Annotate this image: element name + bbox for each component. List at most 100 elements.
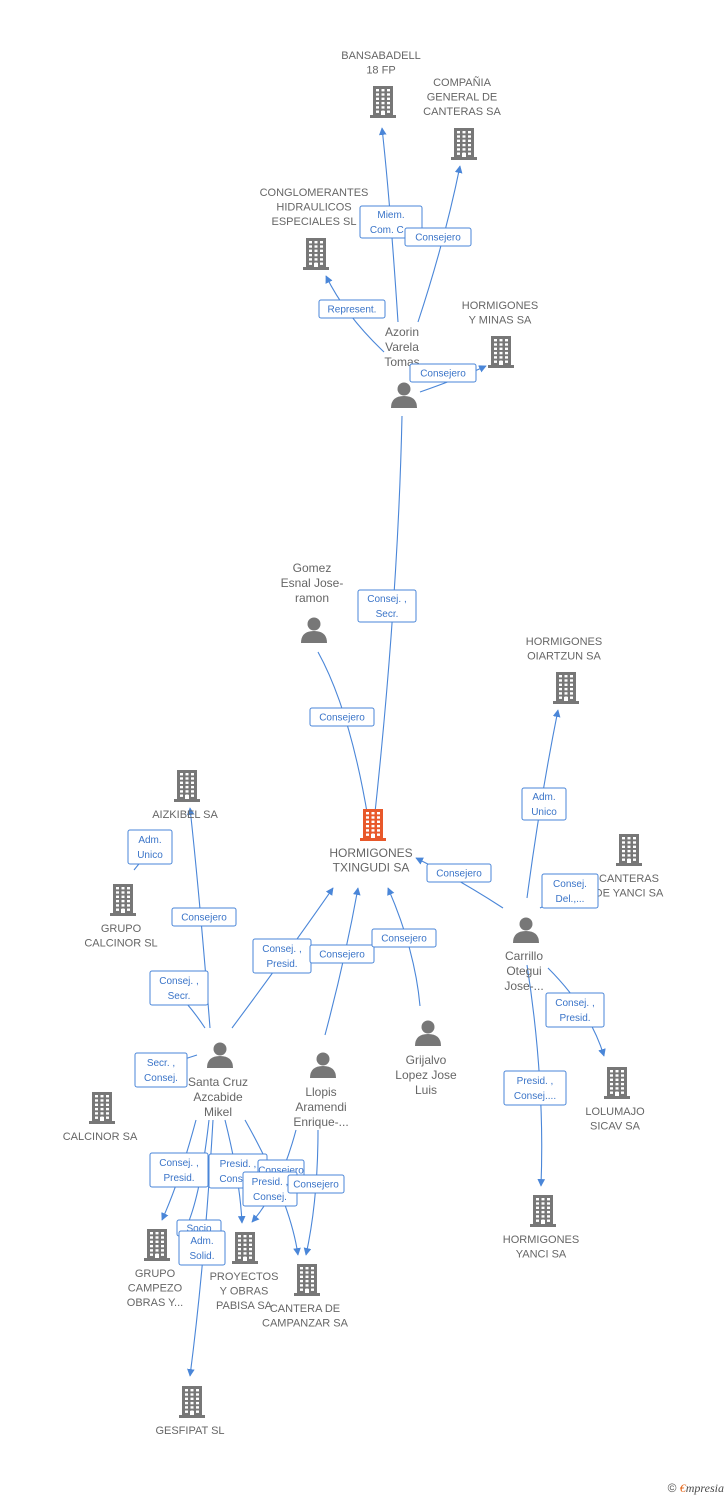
node-label: Luis	[415, 1083, 437, 1097]
node-label: CALCINOR SA	[63, 1131, 138, 1143]
edge-label-grijalvo-center[interactable]: Consejero	[371, 928, 437, 948]
node-calcinor[interactable]: CALCINOR SA	[63, 1092, 138, 1143]
edge-label-text: Consejero	[293, 1180, 339, 1191]
edge-label-santacruz-gesfipat[interactable]: Adm.Solid.	[178, 1230, 226, 1266]
edge-label-text: Secr. ,	[147, 1058, 175, 1069]
edge-label-text: Adm.	[532, 792, 555, 803]
building-icon	[370, 86, 396, 118]
node-label: OIARTZUN SA	[527, 651, 601, 663]
edge-label-santacruz-aizkibel[interactable]: Consejero	[171, 907, 237, 927]
edge-label-carrillo-cyanci[interactable]: Consej.Del.,...	[541, 873, 599, 909]
node-llopis[interactable]: LlopisAramendiEnrique-...	[293, 1052, 349, 1130]
edge-label-santacruz-gcalcinor[interactable]: Consej. ,Secr.	[149, 970, 209, 1006]
edge-label-azorin-center[interactable]: Consej. ,Secr.	[357, 589, 417, 623]
node-carrillo[interactable]: CarrilloOteguiJose-...	[504, 917, 544, 994]
edge-label-carrillo-lolumajo[interactable]: Consej. ,Presid.	[545, 992, 605, 1028]
node-label: YANCI SA	[516, 1249, 567, 1261]
edge-label-text: Consejero	[319, 713, 365, 724]
person-icon	[391, 382, 417, 408]
node-label: Llopis	[305, 1085, 336, 1099]
edge-label-text: Consej. ,	[367, 594, 406, 605]
node-label: Mikel	[204, 1105, 232, 1119]
node-label: OBRAS Y...	[127, 1297, 183, 1309]
edge-label-text: Consejero	[436, 869, 482, 880]
edge-label-text: Miem.	[377, 210, 404, 221]
node-label: Y OBRAS	[220, 1286, 269, 1298]
edge-label-text: Socio	[186, 1224, 211, 1235]
node-label: Santa Cruz	[188, 1075, 248, 1089]
node-gesfipat[interactable]: GESFIPAT SL	[155, 1386, 225, 1437]
edge-label-azorin-conglomerantes[interactable]: Represent.	[318, 299, 386, 319]
node-aizkibel[interactable]: AIZKIBEL SA	[152, 770, 218, 821]
building-icon	[174, 770, 200, 802]
node-label: AIZKIBEL SA	[152, 809, 218, 821]
edge-label-gcalcinor-aizkibel[interactable]: Adm.Unico	[127, 829, 173, 865]
edge-label-text: Del.,...	[556, 894, 585, 905]
edge-llopis-ccampanzar	[303, 1129, 319, 1256]
edge-label-text: Consej. ,	[262, 944, 301, 955]
edge-label-text: Consejero	[381, 934, 427, 945]
edge-label-carrillo-hoiartzun[interactable]: Adm.Unico	[521, 787, 567, 821]
node-label: Varela	[385, 340, 419, 354]
person-icon	[415, 1020, 441, 1046]
edge-label-azorin-compania[interactable]: Consejero	[404, 227, 472, 247]
brand-name: mpresia	[685, 1481, 724, 1495]
edge-label-text: Com. C...	[370, 225, 412, 236]
building-icon	[451, 128, 477, 160]
edge-label-text: Consejero	[420, 369, 466, 380]
building-icon	[294, 1264, 320, 1296]
node-label: HORMIGONES	[503, 1234, 579, 1246]
node-label: TXINGUDI SA	[333, 861, 410, 875]
edge-label-text: Consej.	[253, 1192, 287, 1203]
brand-initial: €	[679, 1481, 686, 1495]
node-label: GRUPO	[101, 923, 142, 935]
node-hyanci[interactable]: HORMIGONES YANCI SA	[503, 1195, 579, 1261]
node-hoiartzun[interactable]: HORMIGONES OIARTZUN SA	[526, 636, 602, 704]
edge-label-carrillo-hyanci[interactable]: Presid. ,Consej....	[503, 1070, 567, 1106]
node-label: CONGLOMERANTES	[260, 187, 369, 199]
edge-label-text: Presid.	[163, 1173, 194, 1184]
edge-label-text: Unico	[137, 850, 163, 861]
node-label: CANTERAS	[599, 873, 659, 885]
edge-label-text: Presid. ,	[517, 1076, 554, 1087]
edge-label-text: Solid.	[189, 1251, 214, 1262]
building-icon	[303, 238, 329, 270]
node-label: Azcabide	[193, 1090, 243, 1104]
node-label: HORMIGONES	[526, 636, 602, 648]
building-icon	[110, 884, 136, 916]
edge-label-llopis-ccampanzar[interactable]: Consejero	[287, 1174, 345, 1194]
edge-label-text: Consej.	[144, 1073, 178, 1084]
node-label: CAMPEZO	[128, 1283, 183, 1295]
node-label: Lopez Jose	[395, 1068, 457, 1082]
edge-label-llopis-center[interactable]: Consejero	[309, 944, 375, 964]
edge-label-santacruz-gcampezo[interactable]: Consej. ,Presid.	[149, 1152, 209, 1188]
edge-label-carrillo-center[interactable]: Consejero	[426, 863, 492, 883]
edge-label-text: Presid.	[266, 959, 297, 970]
edge-label-azorin-hminas[interactable]: Consejero	[409, 363, 477, 383]
node-label: 18 FP	[366, 65, 395, 77]
edge-label-text: Secr.	[168, 991, 191, 1002]
edge-label-santacruz-calcinor[interactable]: Secr. , Consej.	[134, 1052, 188, 1088]
building-icon	[360, 809, 386, 841]
node-label: Grijalvo	[406, 1053, 447, 1067]
node-label: CANTERA DE	[270, 1303, 340, 1315]
edge-label-gomez-center[interactable]: Consejero	[309, 707, 375, 727]
edge-label-santacruz-center[interactable]: Consej. , Presid.	[252, 938, 312, 974]
building-icon	[553, 672, 579, 704]
edge-label-text: Consej. ,	[555, 998, 594, 1009]
